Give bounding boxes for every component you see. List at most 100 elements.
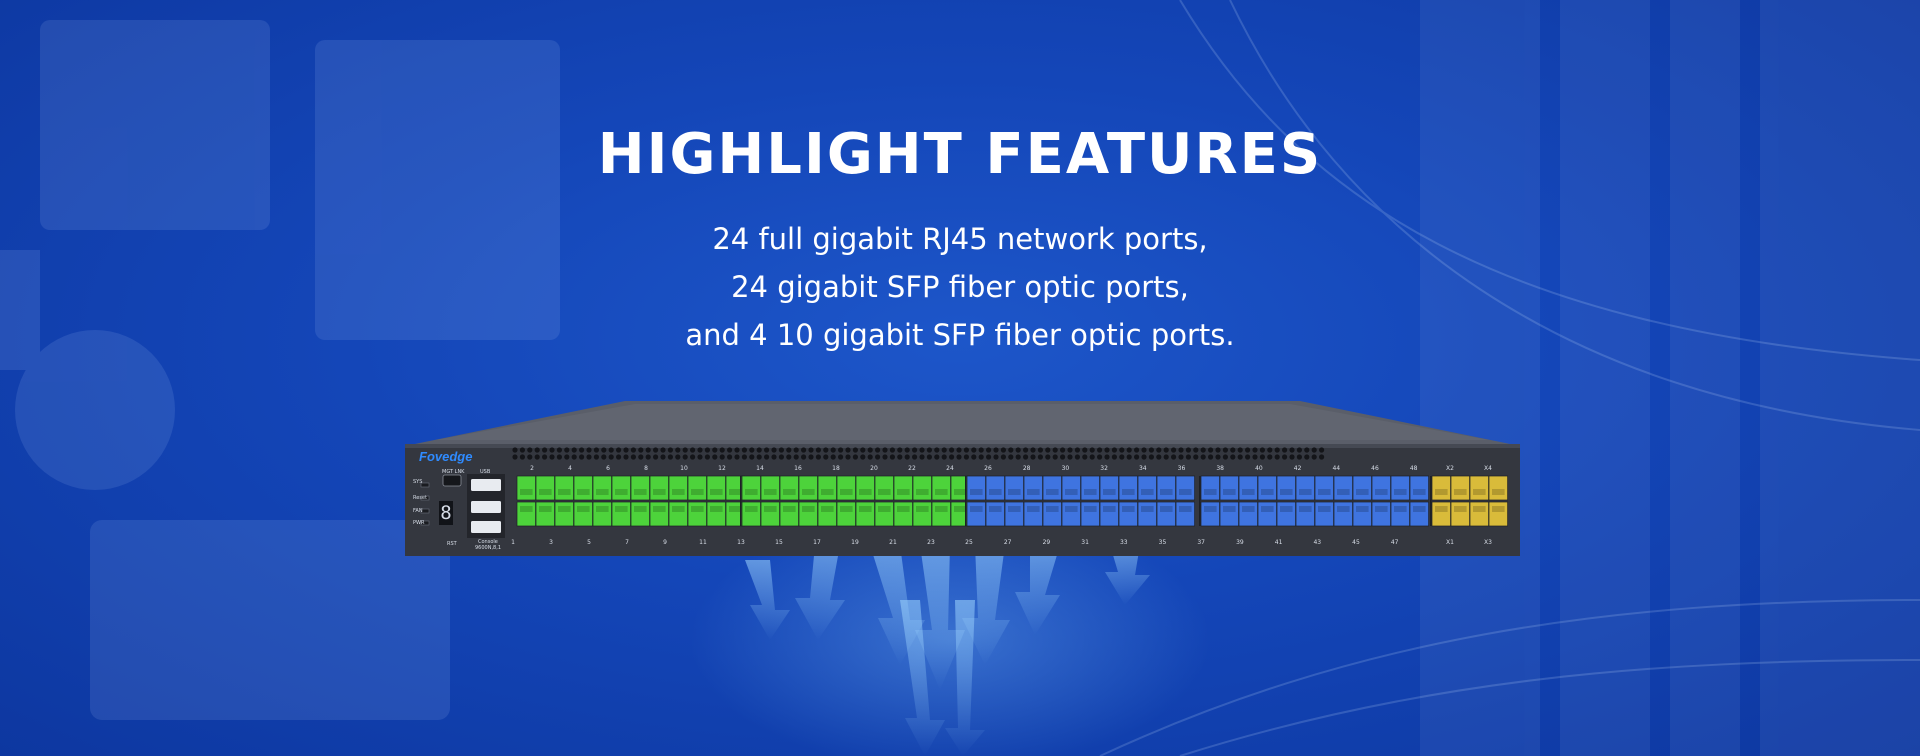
rj45-port [1042, 475, 1062, 501]
ten-gig-sfp-port [1431, 475, 1451, 501]
port-number-bottom: 23 [927, 539, 935, 546]
rj45-port-slot [1008, 506, 1021, 512]
sfp-port [798, 501, 818, 527]
vent-hole [1282, 454, 1288, 460]
sfp-port-slot [935, 506, 948, 512]
rj45-port [1099, 501, 1119, 527]
sfp-port [535, 501, 555, 527]
status-led [420, 482, 430, 488]
vent-hole [534, 447, 540, 453]
vent-hole [904, 454, 910, 460]
vent-hole [1289, 454, 1295, 460]
network-switch-image: Fovedge MGT LNK USB Console 9600N,8,1 SY… [405, 400, 1520, 556]
sfp-port-slot [672, 506, 685, 512]
rj45-port [1257, 475, 1277, 501]
rj45-port [1175, 501, 1195, 527]
rj45-port [1118, 475, 1138, 501]
sfp-port [516, 475, 536, 501]
vent-hole [956, 447, 962, 453]
sfp-port-slot [745, 489, 758, 495]
vent-hole [556, 447, 562, 453]
vent-hole [1267, 447, 1273, 453]
vent-hole [801, 447, 807, 453]
port-number-bottom: 47 [1390, 539, 1399, 546]
sfp-port-slot [935, 489, 948, 495]
port-number-bottom: 35 [1158, 539, 1167, 546]
rj45-port-slot [1179, 506, 1192, 512]
vent-hole [1289, 447, 1295, 453]
sfp-port [874, 501, 894, 527]
vent-hole [949, 454, 955, 460]
vent-hole [608, 454, 614, 460]
vent-hole [1148, 447, 1154, 453]
sfp-port [836, 475, 856, 501]
rj45-port-slot [1160, 506, 1173, 512]
sfp-port [630, 475, 650, 501]
rj45-port-slot [1122, 506, 1135, 512]
vent-hole [756, 447, 762, 453]
vent-hole [1259, 454, 1265, 460]
vent-hole [1259, 447, 1265, 453]
vent-hole [1023, 454, 1029, 460]
vent-hole [1156, 454, 1162, 460]
sfp-port-slot [764, 489, 777, 495]
sfp-port-slot [615, 506, 628, 512]
port-number-bottom: 5 [587, 539, 591, 546]
vent-hole [645, 454, 651, 460]
port-number-bottom: X3 [1484, 539, 1492, 546]
vent-hole [867, 454, 873, 460]
vent-hole [1200, 447, 1206, 453]
rj45-port-slot [1103, 506, 1116, 512]
rj45-port [1156, 475, 1176, 501]
rj45-port-slot [1413, 506, 1426, 512]
port-number-top: X4 [1484, 465, 1492, 472]
vent-hole [926, 447, 933, 453]
vent-hole [623, 447, 629, 453]
rj45-port [1257, 501, 1277, 527]
sfp-port-slot [653, 506, 666, 512]
port-number-bottom: 19 [851, 539, 859, 546]
sfp-port [817, 501, 837, 527]
rj45-port [1371, 501, 1391, 527]
vent-hole [1008, 454, 1014, 460]
vent-hole [727, 447, 733, 453]
led-label-fan: FAN [413, 508, 423, 514]
vent-hole [941, 447, 947, 453]
sfp-port-slot [672, 489, 685, 495]
status-led [420, 508, 430, 514]
rj45-port-slot [970, 506, 983, 512]
vent-hole [1245, 447, 1251, 453]
port-number-top: 38 [1216, 465, 1224, 472]
vent-hole [571, 447, 577, 453]
chassis-top-highlight [435, 404, 1490, 440]
rj45-port [1333, 501, 1353, 527]
vent-hole [571, 454, 577, 460]
ten-gig-sfp-port [1450, 501, 1470, 527]
sfp-port-slot [783, 489, 796, 495]
ten-gig-sfp-port [1450, 475, 1470, 501]
sfp-port [573, 501, 593, 527]
port-number-top: 18 [832, 465, 840, 472]
rj45-port [1080, 475, 1100, 501]
ten-gig-sfp-port-slot [1473, 506, 1486, 512]
sfp-port [592, 475, 612, 501]
usb-port [471, 479, 501, 491]
vent-hole [623, 454, 629, 460]
sfp-port-slot [558, 489, 571, 495]
feature-line-rj45: 24 full gigabit RJ45 network ports, [712, 222, 1208, 256]
vent-hole [712, 454, 718, 460]
vent-hole [1037, 447, 1043, 453]
rj45-port [1276, 475, 1296, 501]
sfp-port [893, 501, 913, 527]
ten-gig-sfp-port [1469, 475, 1489, 501]
sfp-port-slot [539, 506, 552, 512]
vent-hole [808, 454, 814, 460]
vent-hole [1082, 454, 1088, 460]
sfp-port [836, 501, 856, 527]
sfp-port-slot [878, 489, 891, 495]
vent-hole [549, 447, 555, 453]
vent-hole [1282, 447, 1288, 453]
vent-hole [1052, 447, 1058, 453]
sfp-port-slot [954, 506, 967, 512]
rj45-port-slot [1160, 489, 1173, 495]
